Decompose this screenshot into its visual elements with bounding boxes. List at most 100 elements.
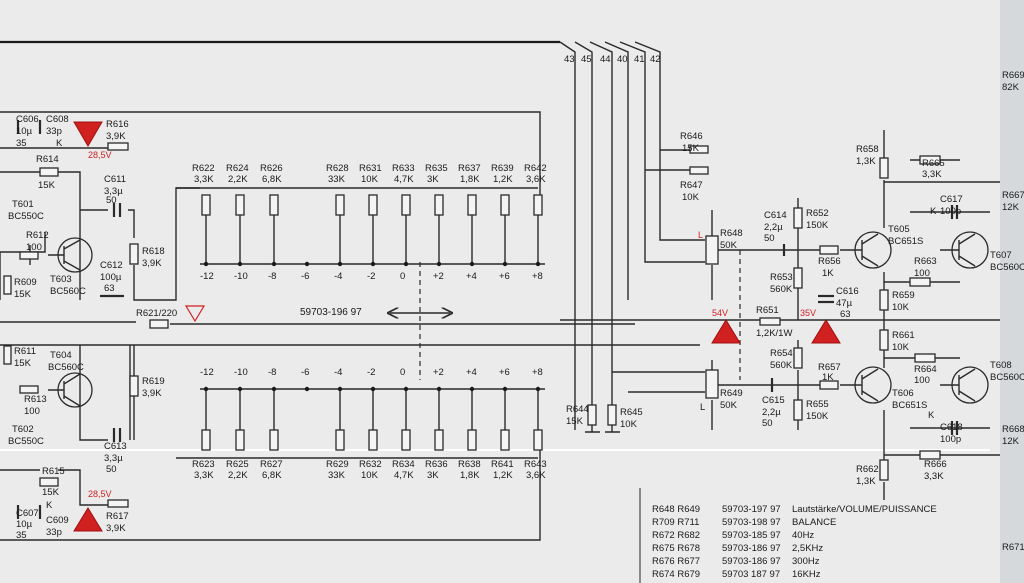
eq-bot-resistor-body-9 bbox=[533, 429, 543, 451]
eq-bot-resistor-value-5: 4,7K bbox=[394, 470, 414, 481]
eq-top-tap-dot-0 bbox=[203, 261, 209, 267]
legend-refs-4: R676 R677 bbox=[652, 556, 700, 567]
r661-label: R661 bbox=[892, 330, 915, 341]
t608-label: T608 bbox=[990, 360, 1012, 371]
c607-label: C607 bbox=[16, 508, 39, 519]
r649-label: R649 bbox=[720, 388, 743, 399]
eq-top-resistor-value-2: 6,8K bbox=[262, 174, 282, 185]
legend-desc-5: 16KHz bbox=[792, 569, 821, 580]
r615-label: R615 bbox=[42, 466, 65, 477]
eq-top-resistor-value-9: 3,6K bbox=[526, 174, 546, 185]
r612-label: R612 bbox=[26, 230, 49, 241]
r666-body bbox=[919, 450, 941, 460]
eq-bot-scale-label-3: -6 bbox=[301, 367, 309, 378]
c608-label: C608 bbox=[46, 114, 69, 125]
eq-bot-resistor-value-4: 10K bbox=[361, 470, 379, 481]
c614-voltage: 50 bbox=[764, 233, 775, 244]
r644-value: 15K bbox=[566, 416, 584, 427]
eq-top-resistor-label-4: R631 bbox=[359, 163, 382, 174]
t604-type: BC560C bbox=[48, 362, 84, 373]
eq-bot-resistor-label-8: R641 bbox=[491, 459, 514, 470]
eq-bot-resistor-label-2: R627 bbox=[260, 459, 283, 470]
t605-type: BC651S bbox=[888, 236, 923, 247]
eq-top-resistor-body-2 bbox=[269, 194, 279, 216]
eq-top-scale-label-8: +4 bbox=[466, 271, 477, 282]
eq-top-scale-label-10: +8 bbox=[532, 271, 543, 282]
voltage-top: 28,5V bbox=[88, 150, 112, 160]
r619-value: 3,9K bbox=[142, 388, 162, 399]
eq-top-tap-dot-5 bbox=[370, 261, 376, 267]
r649-pot-mark: L bbox=[700, 402, 705, 413]
c606-value: 10µ bbox=[16, 126, 33, 137]
r657-label: R657 bbox=[818, 362, 841, 373]
eq-top-tap-dot-3 bbox=[304, 261, 310, 267]
eq-bot-resistor-body-3 bbox=[335, 429, 345, 451]
center-part-number: 59703-196 97 bbox=[300, 307, 362, 318]
eq-bot-resistor-value-6: 3K bbox=[427, 470, 439, 481]
r645-label: R645 bbox=[620, 407, 643, 418]
c607-value: 10µ bbox=[16, 519, 33, 530]
c608-value: 33p bbox=[46, 126, 62, 137]
r618-label: R618 bbox=[142, 246, 165, 257]
t608-type: BC560C bbox=[990, 372, 1024, 383]
r653-body bbox=[793, 267, 803, 289]
eq-bot-scale-label-0: -12 bbox=[200, 367, 214, 378]
eq-bot-scale-label-2: -8 bbox=[268, 367, 276, 378]
r668-value: 12K bbox=[1002, 436, 1020, 447]
r669-label: R669 bbox=[1002, 70, 1024, 81]
r618-value: 3,9K bbox=[142, 258, 162, 269]
eq-top-tap-dot-7 bbox=[436, 261, 442, 267]
eq-top-tap-dot-1 bbox=[237, 261, 243, 267]
t604-label: T604 bbox=[50, 350, 72, 361]
r662-body bbox=[879, 459, 889, 481]
r657-body bbox=[819, 380, 839, 390]
c614-value: 2,2µ bbox=[764, 222, 783, 233]
eq-bot-resistor-label-0: R623 bbox=[192, 459, 215, 470]
eq-top-resistor-body-3 bbox=[335, 194, 345, 216]
c607-voltage: 35 bbox=[16, 530, 27, 541]
r611-label: R611 bbox=[14, 346, 36, 357]
r611-body bbox=[3, 345, 12, 365]
volume-section: R646 15K R647 10K L R648 50K C614 2,2µ 5… bbox=[560, 131, 1000, 433]
eq-bot-resistor-body-4 bbox=[368, 429, 378, 451]
c616-label: C616 bbox=[836, 286, 859, 297]
r652-label: R652 bbox=[806, 208, 829, 219]
eq-top-tap-dot-2 bbox=[271, 261, 277, 267]
r667-value: 12K bbox=[1002, 202, 1020, 213]
eq-bot-resistor-label-3: R629 bbox=[326, 459, 349, 470]
eq-bot-resistor-value-9: 3,6K bbox=[526, 470, 546, 481]
eq-bot-tap-dot-3 bbox=[304, 386, 310, 392]
r662-value: 1,3K bbox=[856, 476, 876, 487]
eq-top-resistor-body-7 bbox=[467, 194, 477, 216]
r615-body bbox=[39, 477, 59, 487]
c611-value: 3,3µ bbox=[104, 186, 123, 197]
c609-value: 33p bbox=[46, 527, 62, 538]
eq-bot-resistor-body-6 bbox=[434, 429, 444, 451]
eq-top-resistor-body-5 bbox=[401, 194, 411, 216]
r612-body bbox=[19, 251, 39, 260]
r656-value: 1K bbox=[822, 268, 834, 279]
eq-top-resistor-body-8 bbox=[500, 194, 510, 216]
c611-label: C611 bbox=[104, 174, 126, 185]
eq-top-resistor-value-0: 3,3K bbox=[194, 174, 214, 185]
c612-label: C612 bbox=[100, 260, 123, 271]
r646-value: 15K bbox=[682, 143, 700, 154]
eq-top-resistor-label-7: R637 bbox=[458, 163, 481, 174]
eq-bot-scale-label-1: -10 bbox=[234, 367, 248, 378]
r648-pot-mark: L bbox=[698, 230, 703, 240]
r649-value: 50K bbox=[720, 400, 738, 411]
eq-top-resistor-label-3: R628 bbox=[326, 163, 349, 174]
eq-bot-scale-label-9: +6 bbox=[499, 367, 510, 378]
eq-top-tap-dot-8 bbox=[469, 261, 475, 267]
t601-label: T601 bbox=[12, 199, 34, 210]
eq-bot-resistor-body-5 bbox=[401, 429, 411, 451]
eq-top-resistor-label-0: R622 bbox=[192, 163, 215, 174]
r658-body bbox=[879, 157, 889, 179]
eq-top-resistor-value-8: 1,2K bbox=[493, 174, 513, 185]
eq-top-scale-label-6: 0 bbox=[400, 271, 405, 282]
legend-desc-2: 40Hz bbox=[792, 530, 814, 541]
t605-label: T605 bbox=[888, 224, 910, 235]
c608-k: K bbox=[56, 138, 63, 149]
warning-triangle-35v bbox=[811, 319, 841, 344]
